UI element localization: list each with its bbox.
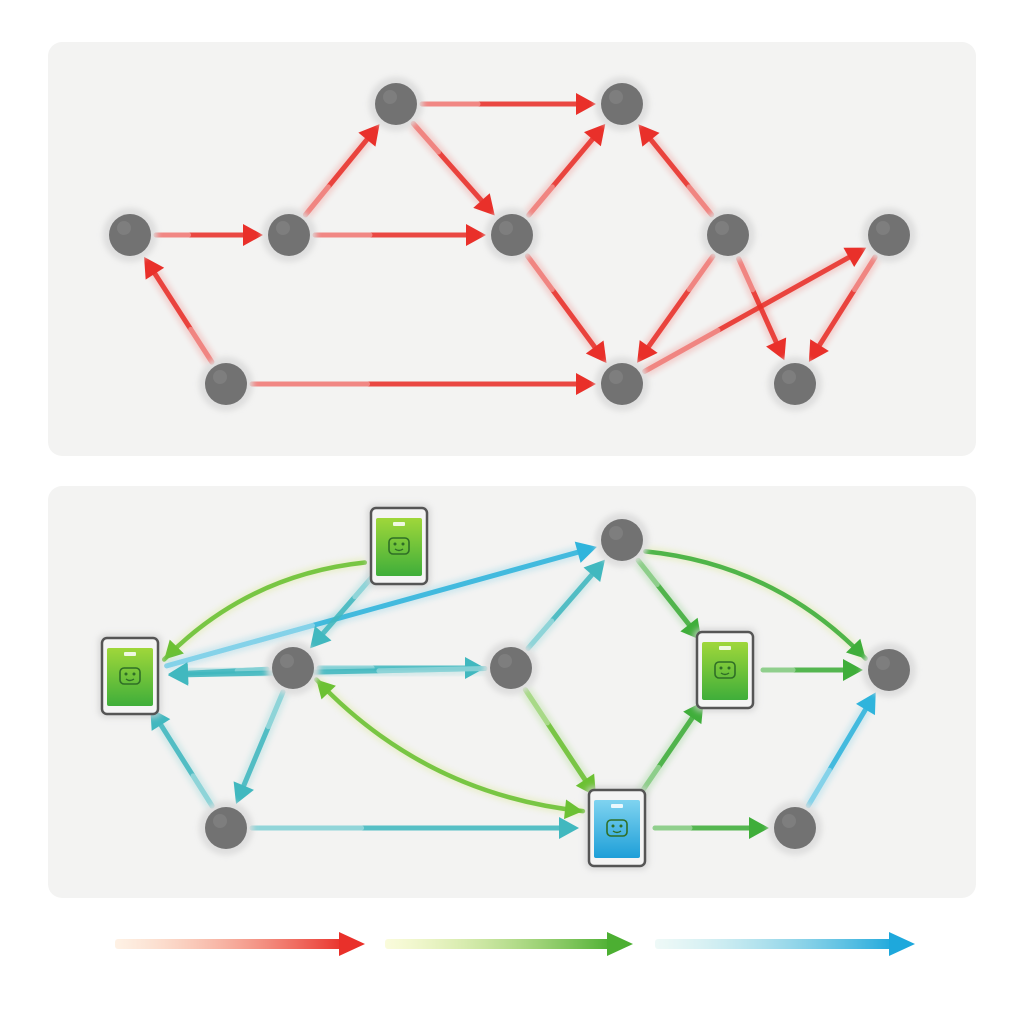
bottom-edge-11 [167, 662, 488, 686]
legend-arrow-red [115, 932, 365, 956]
bottom-edge-7 [643, 546, 870, 663]
network-node-a10 [768, 357, 822, 411]
network-node-a1 [103, 208, 157, 262]
bottom-edge-10 [150, 708, 218, 810]
network-node-a2 [262, 208, 316, 262]
bottom-edge-4 [233, 689, 289, 805]
network-node-a8 [199, 357, 253, 411]
face-icon [606, 819, 628, 837]
top-edge-13 [808, 253, 881, 363]
network-node-b4 [199, 801, 253, 855]
network-node-a5 [485, 208, 539, 262]
face-icon [119, 667, 141, 685]
tablet-device-d3 [693, 628, 757, 712]
tablet-device-d4 [585, 786, 649, 870]
top-edge-10 [144, 256, 217, 366]
top-edge-2 [312, 224, 486, 246]
network-node-b2 [266, 641, 320, 695]
legend [115, 932, 915, 956]
top-edge-11 [249, 373, 596, 395]
bottom-edge-1 [164, 541, 597, 672]
bottom-edge-17 [312, 676, 586, 820]
network-node-b5 [862, 643, 916, 697]
legend-arrow-yellow-green [385, 932, 633, 956]
top-edge-1 [300, 124, 380, 219]
bottom-edge-6 [520, 686, 597, 797]
network-node-a7 [862, 208, 916, 262]
bottom-edge-12 [760, 659, 863, 681]
top-edge-4 [408, 119, 495, 216]
network-node-b6 [768, 801, 822, 855]
face-icon [388, 537, 410, 555]
tablet-device-d1 [98, 634, 162, 718]
top-edge-5 [524, 123, 606, 219]
tablet-device-d2 [367, 504, 431, 588]
bottom-edge-15 [803, 692, 876, 809]
bottom-edge-5 [523, 559, 605, 653]
bottom-edge-0 [160, 557, 368, 663]
face-icon [714, 661, 736, 679]
legend-arrow-cyan [655, 932, 915, 956]
bottom-edge-13 [633, 701, 704, 801]
network-node-b3 [484, 641, 538, 695]
bottom-edge-14 [652, 817, 769, 839]
top-edge-8 [637, 252, 718, 363]
bottom-edge-8 [633, 556, 702, 641]
top-edge-12 [641, 247, 867, 377]
network-node-a4 [595, 77, 649, 131]
top-edge-7 [638, 124, 717, 219]
bottom-edge-16 [249, 817, 579, 839]
top-edge-3 [419, 93, 596, 115]
network-node-a3 [369, 77, 423, 131]
top-edge-0 [153, 224, 263, 246]
top-edge-6 [522, 252, 607, 364]
network-node-a9 [595, 357, 649, 411]
network-node-b1 [595, 513, 649, 567]
network-node-a6 [701, 208, 755, 262]
